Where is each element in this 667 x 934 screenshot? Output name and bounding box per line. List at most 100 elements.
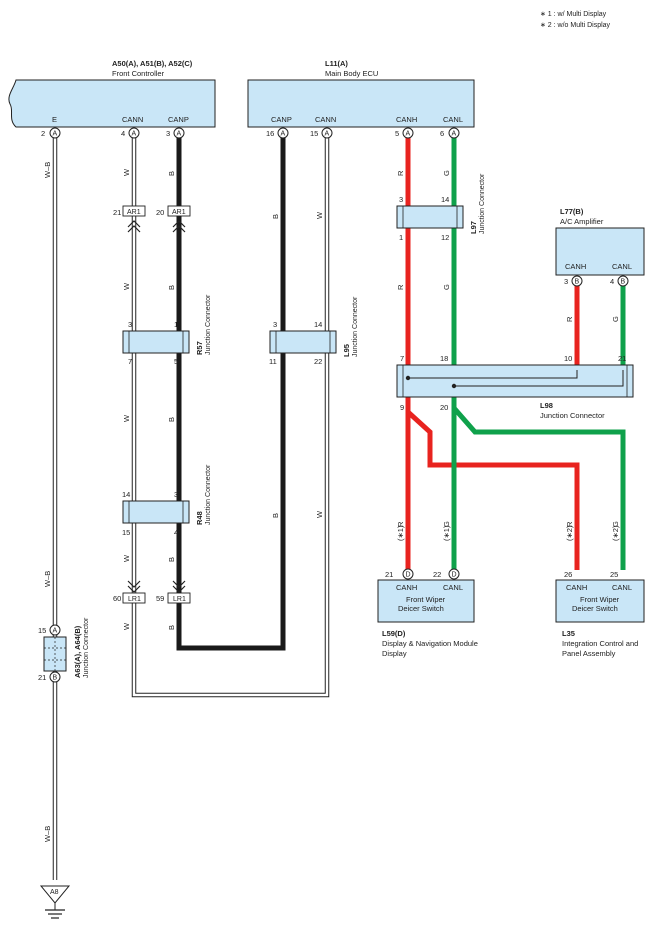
ecu-pin-cann-num: 15 xyxy=(310,129,318,138)
junction-l97: 3 14 1 12 L97 Junction Connector xyxy=(396,173,486,242)
r57-pin-7: 7 xyxy=(128,357,132,366)
lr1-pin-60: 60 xyxy=(113,594,121,603)
ac-pin-canl-circle xyxy=(617,275,629,287)
ar1-code-left: AR1 xyxy=(127,209,141,216)
label-w-3: W xyxy=(122,414,131,422)
fc-pin-e-label: E xyxy=(52,115,57,124)
l59-pin-canl-num: 22 xyxy=(433,570,441,579)
ecu-pin-canh-num: 5 xyxy=(395,129,399,138)
label-b-7: B xyxy=(271,513,280,518)
junction-l95: 3 14 11 22 L95 Junction Connector xyxy=(269,296,359,366)
ac-amplifier-box xyxy=(555,227,645,276)
ac-amplifier-code: L77(B) xyxy=(560,207,584,216)
ecu-pin-canl-conn: A xyxy=(452,131,457,138)
fc-pin-e-num: 2 xyxy=(41,129,45,138)
label-g-3: G xyxy=(442,521,451,527)
label-w-1: W xyxy=(122,168,131,176)
fc-pin-canp-circle xyxy=(173,127,185,139)
l59-pin-canh-conn: D xyxy=(406,572,411,579)
l35-pin-canl-label: CANL xyxy=(612,583,632,592)
l97-code: L97 xyxy=(469,221,478,234)
l97-name: Junction Connector xyxy=(479,173,486,234)
inline-connector-ar1: 21 AR1 20 AR1 xyxy=(113,205,191,233)
l35-inner-2: Deicer Switch xyxy=(572,604,618,613)
a63-pin-15-num: 15 xyxy=(38,626,46,635)
label-note1-g: (∗1) xyxy=(442,525,451,541)
ecu-pin-canl-num: 6 xyxy=(440,129,444,138)
r48-pin-4: 4 xyxy=(174,528,178,537)
l59-inner-2: Deicer Switch xyxy=(398,604,444,613)
l97-pin-12: 12 xyxy=(441,233,449,242)
fc-pin-cann-circle xyxy=(128,127,140,139)
wire-canl-green-branch xyxy=(451,400,626,570)
main-body-ecu-box xyxy=(247,79,475,128)
r48-pin-14: 14 xyxy=(122,490,130,499)
inline-connector-lr1: 60 LR1 59 LR1 xyxy=(113,580,191,604)
wire-canh-red-branch xyxy=(405,400,580,570)
l95-name: Junction Connector xyxy=(352,296,359,357)
r57-pin-3: 3 xyxy=(128,320,132,329)
ecu-pin-canp-circle xyxy=(277,127,289,139)
fc-pin-canp-num: 3 xyxy=(166,129,170,138)
a63-code: A63(A), A64(B) xyxy=(73,625,82,678)
l59-name-1: Display & Navigation Module xyxy=(382,639,478,648)
l35-pin-canh-num: 26 xyxy=(564,570,572,579)
l35-code: L35 xyxy=(562,629,575,638)
ecu-pin-cann-circle xyxy=(321,127,333,139)
label-w-5: W xyxy=(122,622,131,630)
l59-pin-canh-label: CANH xyxy=(396,583,417,592)
label-wb-2: W–B xyxy=(43,571,52,587)
l35-name-1: Integration Control and xyxy=(562,639,638,648)
a63-pin-21-num: 21 xyxy=(38,673,46,682)
ac-pin-canh-circle xyxy=(571,275,583,287)
ecu-pin-canl-circle xyxy=(448,127,460,139)
label-r-2: R xyxy=(396,284,405,290)
l35-inner-1: Front Wiper xyxy=(580,595,620,604)
front-controller-code: A50(A), A51(B), A52(C) xyxy=(112,59,193,68)
ac-pin-canh-label: CANH xyxy=(565,262,586,271)
label-b-3: B xyxy=(167,417,176,422)
l98-pin-21: 21 xyxy=(618,354,626,363)
l97-pin-1: 1 xyxy=(399,233,403,242)
lr1-code-right: LR1 xyxy=(173,596,186,603)
ecu-pin-cann-label: CANN xyxy=(315,115,336,124)
label-note2-r: (∗2) xyxy=(565,525,574,541)
r48-pin-15: 15 xyxy=(122,528,130,537)
label-b-4: B xyxy=(167,557,176,562)
fc-pin-canp-conn: A xyxy=(177,131,182,138)
r57-pin-5: 5 xyxy=(174,357,178,366)
a63-name: Junction Connector xyxy=(83,617,90,678)
fc-pin-canp-label: CANP xyxy=(168,115,189,124)
label-note2-g: (∗2) xyxy=(611,525,620,541)
r48-code: R48 xyxy=(195,511,204,525)
l35-pin-canl-num: 25 xyxy=(610,570,618,579)
ecu-pin-canp-conn: A xyxy=(281,131,286,138)
label-g-2: G xyxy=(442,284,451,290)
fc-pin-e-conn: A xyxy=(53,131,58,138)
ar1-code-right: AR1 xyxy=(172,209,186,216)
ground-a8: A8 xyxy=(39,885,71,919)
ecu-pin-canh-conn: A xyxy=(406,131,411,138)
r57-code: R57 xyxy=(195,341,204,355)
fc-pin-cann-label: CANN xyxy=(122,115,143,124)
l59-name-2: Display xyxy=(382,649,407,658)
wire-color-labels: W–B W–B W–B W W W W W B B B B B B B W W … xyxy=(43,162,620,842)
front-controller-name: Front Controller xyxy=(112,69,165,78)
l59-pin-canl-conn: D xyxy=(452,572,457,579)
label-w-4: W xyxy=(122,554,131,562)
main-body-ecu-name: Main Body ECU xyxy=(325,69,378,78)
junction-r57: 3 1 7 5 R57 Junction Connector xyxy=(122,294,212,366)
ground-code: A8 xyxy=(50,889,59,896)
l97-pin-3: 3 xyxy=(399,195,403,204)
label-note1-r: (∗1) xyxy=(396,525,405,541)
l59-inner-1: Front Wiper xyxy=(406,595,446,604)
label-wb-3: W–B xyxy=(43,826,52,842)
ac-pin-canh-conn: B xyxy=(575,279,580,286)
l35-pin-canh-label: CANH xyxy=(566,583,587,592)
ar1-pin-21: 21 xyxy=(113,208,121,217)
r57-pin-1: 1 xyxy=(174,320,178,329)
l95-pin-11: 11 xyxy=(269,357,277,366)
ac-amplifier-name: A/C Amplifier xyxy=(560,217,604,226)
label-g-5: G xyxy=(611,521,620,527)
